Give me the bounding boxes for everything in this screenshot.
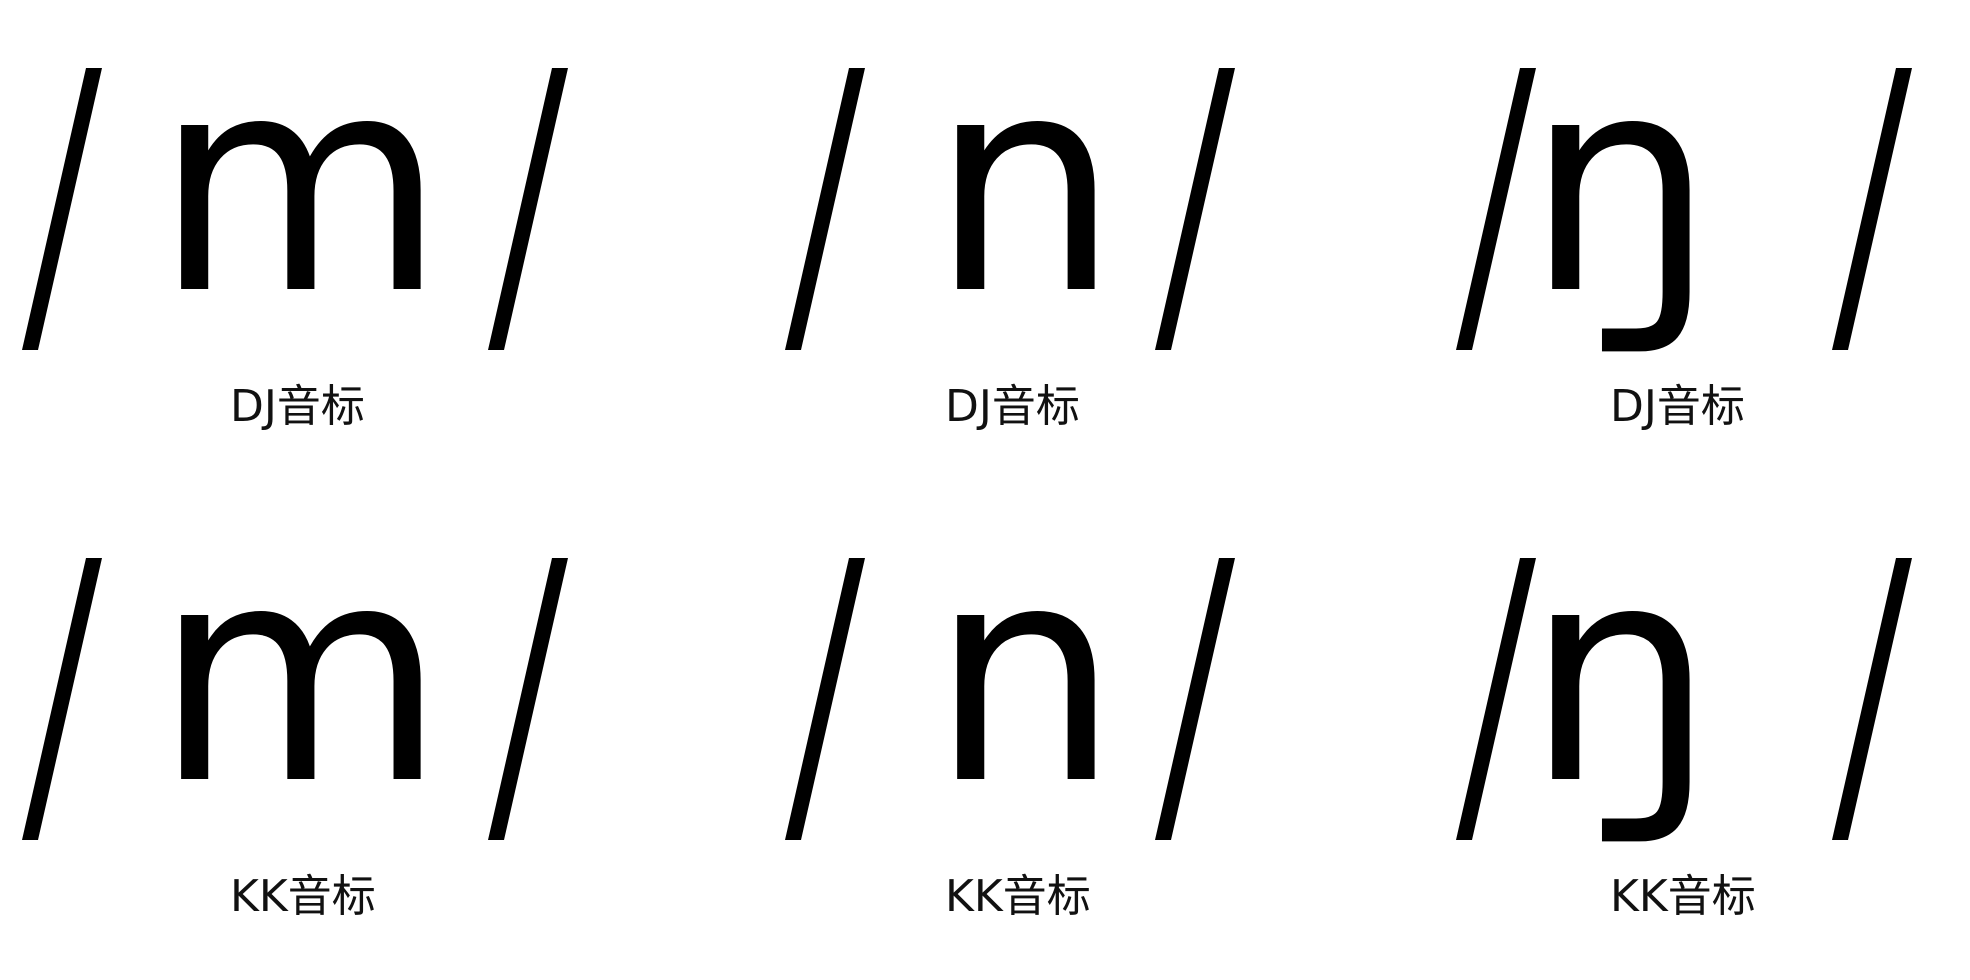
phonetic-card-ng-dj: ŋ DJ音标 bbox=[1440, 0, 1970, 440]
slash-left bbox=[785, 68, 865, 350]
notation-label: KK音标 bbox=[945, 871, 1091, 922]
slash-right bbox=[488, 68, 568, 350]
phonetic-card-ng-kk: ŋ KK音标 bbox=[1440, 490, 1970, 930]
dj-row: m DJ音标 n DJ音标 ŋ DJ音标 bbox=[0, 0, 1970, 440]
phonetic-symbol: ŋ bbox=[1524, 501, 1716, 850]
slash-left bbox=[1456, 68, 1536, 350]
notation-label: DJ音标 bbox=[230, 381, 365, 432]
slash-right bbox=[1155, 68, 1235, 350]
phonetic-symbol: m bbox=[153, 11, 447, 360]
phonetic-symbol: n bbox=[929, 501, 1121, 850]
phonetic-card-m-dj: m DJ音标 bbox=[10, 0, 610, 440]
slash-left bbox=[1456, 558, 1536, 840]
phonetic-symbol: n bbox=[929, 11, 1121, 360]
slash-right bbox=[488, 558, 568, 840]
phonetic-card-m-kk: m KK音标 bbox=[10, 490, 610, 930]
phonetic-card-n-kk: n KK音标 bbox=[775, 490, 1375, 930]
notation-label: DJ音标 bbox=[1610, 381, 1745, 432]
phonetic-card-n-dj: n DJ音标 bbox=[775, 0, 1375, 440]
slash-right bbox=[1832, 558, 1912, 840]
notation-label: KK音标 bbox=[1610, 871, 1756, 922]
kk-row: m KK音标 n KK音标 ŋ KK音标 bbox=[0, 490, 1970, 930]
phonetic-symbol: m bbox=[153, 501, 447, 850]
slash-left bbox=[785, 558, 865, 840]
slash-right bbox=[1832, 68, 1912, 350]
notation-label: KK音标 bbox=[230, 871, 376, 922]
slash-left bbox=[22, 68, 102, 350]
notation-label: DJ音标 bbox=[945, 381, 1080, 432]
phonetic-symbol: ŋ bbox=[1524, 11, 1716, 360]
slash-right bbox=[1155, 558, 1235, 840]
slash-left bbox=[22, 558, 102, 840]
